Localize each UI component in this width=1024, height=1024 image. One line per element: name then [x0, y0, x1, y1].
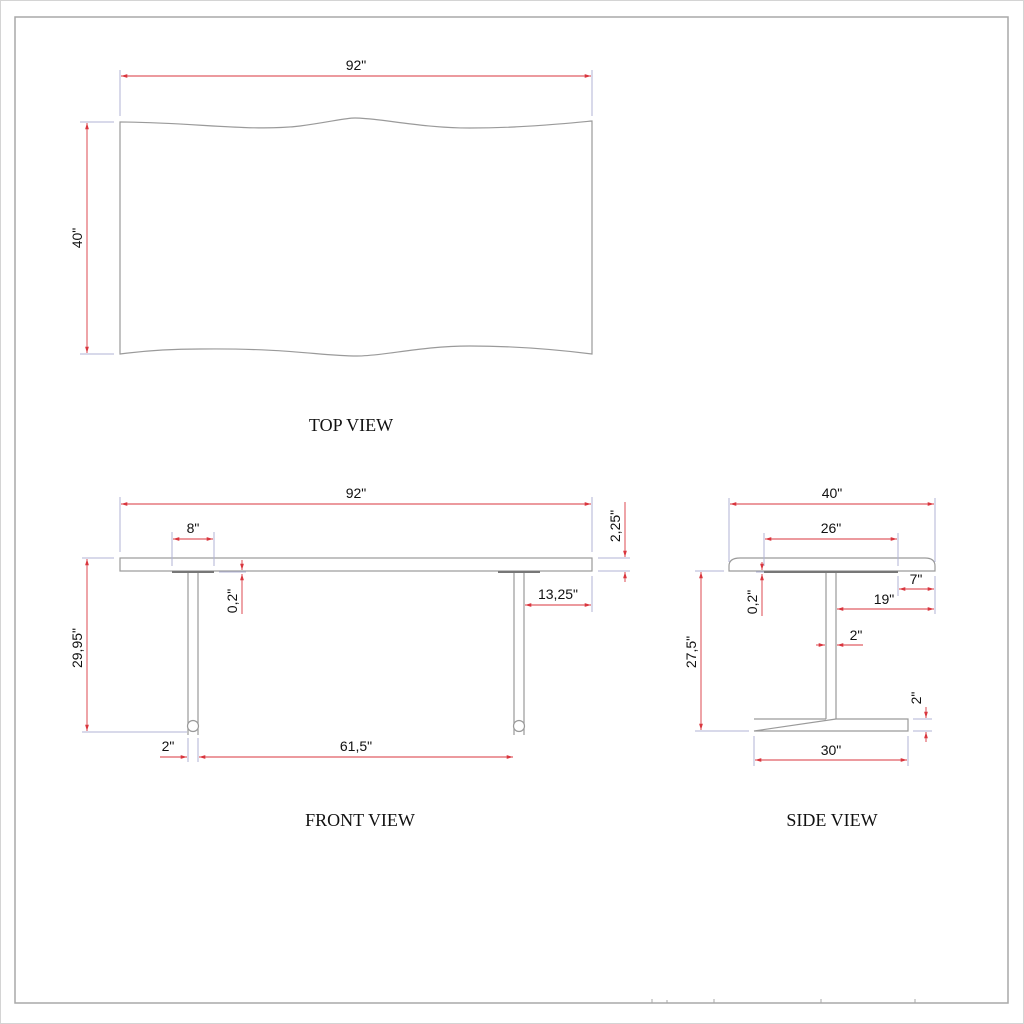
dim-label-foot-length: 30" [821, 742, 842, 758]
front-view: 92" 2,25" 8" 0,2" 13,25" 29,95" 2" [69, 485, 630, 830]
dim-label-front-height: 29,95" [69, 628, 85, 668]
dim-label-side-width: 40" [822, 485, 843, 501]
dim-label-leg-to-edge: 19" [874, 591, 895, 607]
dim-label-side-height: 27,5" [683, 636, 699, 668]
front-tabletop [119, 557, 593, 572]
dim-label-plate-overhang: 7" [910, 571, 923, 587]
side-tabletop [728, 557, 936, 572]
dim-label-leg-offset: 13,25" [538, 586, 578, 602]
dim-label-plate-thickness: 0,2" [224, 589, 240, 613]
sheet-border [14, 16, 1009, 1004]
top-view-title: TOP VIEW [309, 415, 393, 435]
sheet-bottom-ticks [651, 999, 916, 1003]
dim-label-side-plate: 26" [821, 520, 842, 536]
top-view: 92" 40" TOP VIEW [69, 57, 593, 435]
dim-label-side-leg-width: 2" [850, 627, 863, 643]
dim-label-plate-width: 8" [187, 520, 200, 536]
dim-label-top-length: 92" [346, 57, 367, 73]
front-leg-left [186, 573, 200, 735]
tabletop-outline [119, 117, 593, 357]
dim-label-foot-thickness: 2" [908, 692, 924, 705]
side-leg [825, 573, 837, 719]
dim-label-top-width: 40" [69, 228, 85, 249]
dim-label-front-length: 92" [346, 485, 367, 501]
front-view-title: FRONT VIEW [305, 810, 415, 830]
dim-label-leg-spacing: 61,5" [340, 738, 372, 754]
side-view-title: SIDE VIEW [786, 810, 877, 830]
side-view: 40" 26" 0,2" 7" 19" 2" 27,5" 2" [683, 485, 936, 830]
front-leg-right [512, 573, 526, 735]
dim-label-top-thickness: 2,25" [607, 510, 623, 542]
side-foot [753, 718, 909, 732]
dim-label-side-plate-thickness: 0,2" [744, 590, 760, 614]
dim-label-leg-width: 2" [162, 738, 175, 754]
